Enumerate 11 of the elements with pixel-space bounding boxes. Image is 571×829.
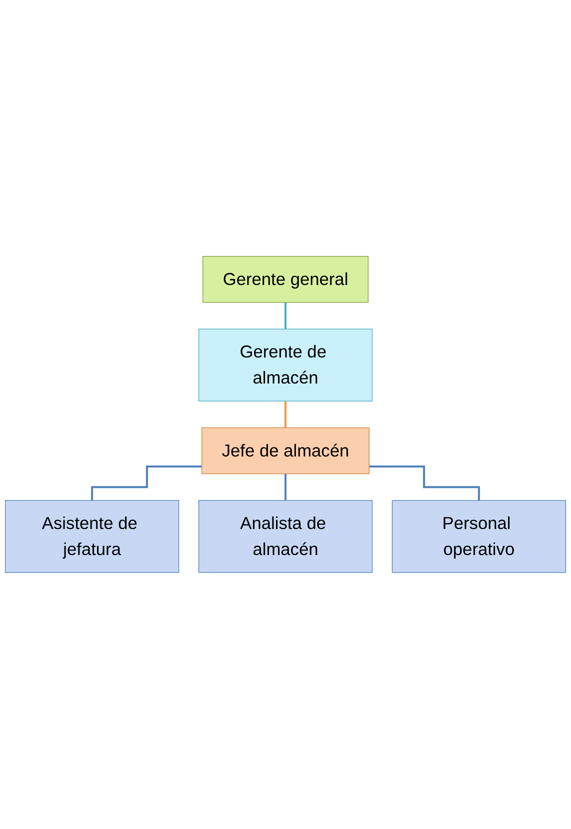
node-box: Jefe de almacén bbox=[202, 428, 370, 474]
connector bbox=[284, 301, 286, 330]
connector bbox=[284, 472, 286, 502]
connector bbox=[369, 466, 480, 502]
node-box: Personal operativo bbox=[392, 500, 566, 573]
node-box: Analista de almacén bbox=[198, 500, 373, 573]
connector bbox=[91, 466, 202, 502]
connector bbox=[284, 400, 286, 429]
node-box: Gerente de almacén bbox=[198, 328, 373, 402]
node-box: Asistente de jefatura bbox=[5, 500, 180, 573]
node-box: Gerente general bbox=[202, 256, 369, 303]
